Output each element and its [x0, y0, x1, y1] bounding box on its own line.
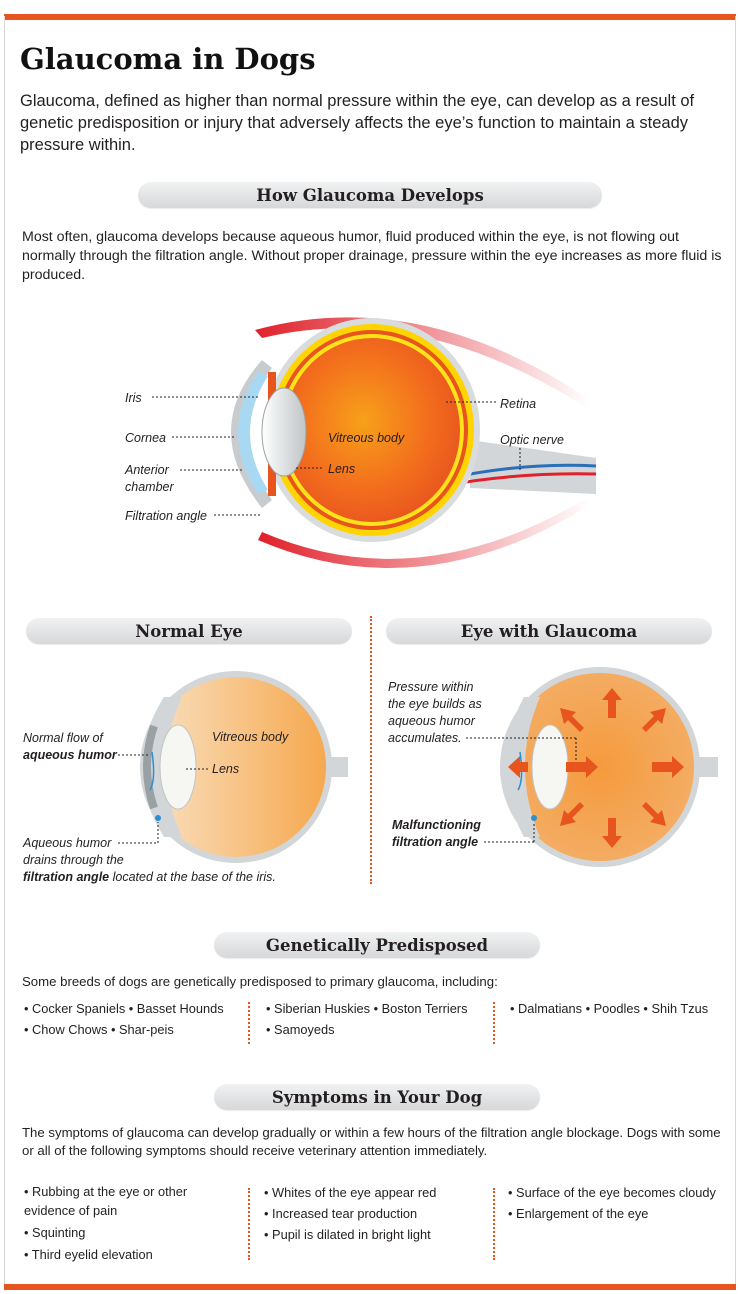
normal-vitreous-label: Vitreous body [212, 730, 289, 744]
list-item: • Chow Chows • Shar-peis [24, 1022, 174, 1037]
section-heading-symptoms: Symptoms in Your Dog [214, 1084, 540, 1110]
page-frame [4, 16, 736, 1286]
section-heading-normal: Normal Eye [26, 618, 352, 644]
glaucoma-vitreous [506, 673, 694, 861]
normal-flow-label-2: aqueous humor [23, 748, 117, 762]
label-lens: Lens [328, 462, 356, 476]
glaucoma-pressure-label-4: accumulates. [388, 731, 462, 745]
label-iris: Iris [125, 391, 142, 405]
symptoms-paragraph: The symptoms of glaucoma can develop gra… [22, 1125, 721, 1158]
list-item: • Increased tear production [264, 1206, 418, 1221]
label-optic-nerve: Optic nerve [500, 433, 564, 447]
label-anterior: Anterior [125, 463, 169, 477]
list-item: • Siberian Huskies • Boston Terriers [266, 1001, 468, 1016]
list-item: evidence of pain [24, 1203, 118, 1218]
glaucoma-pressure-label-1: Pressure within [388, 680, 474, 694]
list-item: • Third eyelid elevation [24, 1247, 153, 1262]
list-item: • Cocker Spaniels • Basset Hounds [24, 1001, 224, 1016]
breed-divider-1 [248, 1002, 250, 1044]
genetic-paragraph: Some breeds of dogs are genetically pred… [22, 974, 498, 989]
breed-list-col-1: • Cocker Spaniels • Basset Hounds • Chow… [24, 998, 224, 1040]
section-heading-genetic: Genetically Predisposed [214, 932, 540, 958]
column-divider [370, 616, 372, 884]
symptom-list-col-3: • Surface of the eye becomes cloudy • En… [508, 1182, 716, 1224]
lens [261, 387, 307, 477]
normal-drain-label-2: drains through the [23, 853, 124, 867]
symptom-divider-1 [248, 1188, 250, 1260]
list-item: • Samoyeds [266, 1022, 335, 1037]
bottom-accent-bar [4, 1284, 736, 1290]
label-filtration-angle: Filtration angle [125, 509, 207, 523]
page-title: Glaucoma in Dogs [20, 42, 316, 76]
list-item: • Rubbing at the eye or other [24, 1184, 188, 1199]
section-heading-how: How Glaucoma Develops [138, 182, 602, 208]
symptom-divider-2 [493, 1188, 495, 1260]
eye-cross-section-diagram [152, 317, 597, 568]
normal-drain-label-3: filtration angle located at the base of … [23, 870, 276, 884]
label-cornea: Cornea [125, 431, 166, 445]
glaucoma-malfunction-label-1: Malfunctioning [392, 818, 481, 832]
glaucoma-pressure-label-3: aqueous humor [388, 714, 475, 728]
label-vitreous: Vitreous body [328, 431, 405, 445]
section-heading-glaucoma: Eye with Glaucoma [386, 618, 712, 644]
normal-eye-diagram [118, 671, 348, 863]
glaucoma-pressure-label-2: the eye builds as [388, 697, 482, 711]
top-accent-bar [4, 14, 736, 20]
list-item: • Whites of the eye appear red [264, 1185, 437, 1200]
breed-divider-2 [493, 1002, 495, 1044]
vitreous-body [284, 338, 460, 522]
normal-lens [159, 724, 197, 810]
label-retina: Retina [500, 397, 537, 411]
normal-lens-label: Lens [212, 762, 240, 776]
intro-paragraph: Glaucoma, defined as higher than normal … [20, 92, 695, 154]
list-item: • Surface of the eye becomes cloudy [508, 1185, 716, 1200]
symptom-list-col-2: • Whites of the eye appear red • Increas… [264, 1182, 436, 1245]
normal-flow-label-1: Normal flow of [23, 731, 103, 745]
normal-drain-label-1: Aqueous humor [23, 836, 112, 850]
glaucoma-malfunction-label-2: filtration angle [392, 835, 479, 849]
pressure-arrows [508, 688, 684, 848]
symptom-list-col-1: • Rubbing at the eye or other evidence o… [24, 1182, 187, 1264]
list-item: • Squinting [24, 1225, 86, 1240]
list-item: • Enlargement of the eye [508, 1206, 649, 1221]
label-chamber: chamber [125, 480, 174, 494]
breed-list-col-3: • Dalmatians • Poodles • Shih Tzus [510, 998, 708, 1019]
list-item: • Dalmatians • Poodles • Shih Tzus [510, 1001, 709, 1016]
lower-lid-band [258, 496, 590, 568]
glaucoma-eye-diagram [466, 667, 718, 867]
normal-vitreous [146, 677, 326, 857]
list-item: • Pupil is dilated in bright light [264, 1227, 431, 1242]
breed-list-col-2: • Siberian Huskies • Boston Terriers • S… [266, 998, 467, 1040]
how-paragraph: Most often, glaucoma develops because aq… [22, 229, 722, 283]
